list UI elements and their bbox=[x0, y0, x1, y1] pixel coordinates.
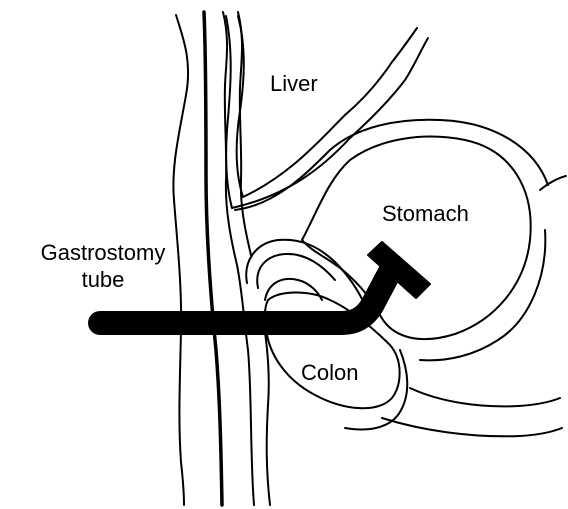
gastrostomy-tube-label-line-1: Gastrostomy bbox=[23, 239, 183, 266]
mesentery-line-3 bbox=[382, 418, 562, 436]
abdominal-wall-fascia-line bbox=[204, 12, 222, 505]
liver-edge-inner bbox=[226, 16, 428, 208]
mesentery-line-2 bbox=[410, 388, 560, 406]
gastrostomy-tube-label: Gastrostomy tube bbox=[23, 239, 183, 293]
stomach-wall-right-lower bbox=[420, 230, 545, 360]
peritoneum-inner-line bbox=[238, 12, 251, 255]
gastrostomy-tube-label-line-2: tube bbox=[23, 266, 183, 293]
gastrocolic-fold-2 bbox=[257, 254, 335, 288]
stomach-wall-right bbox=[540, 176, 566, 190]
gastrocolic-fold-1 bbox=[246, 240, 365, 305]
stomach-outline bbox=[302, 137, 531, 339]
colon-label: Colon bbox=[301, 359, 358, 386]
stomach-wall-outer bbox=[235, 120, 548, 210]
liver-edge-outer bbox=[237, 16, 417, 197]
liver-label: Liver bbox=[270, 70, 318, 97]
stomach-label: Stomach bbox=[382, 200, 469, 227]
